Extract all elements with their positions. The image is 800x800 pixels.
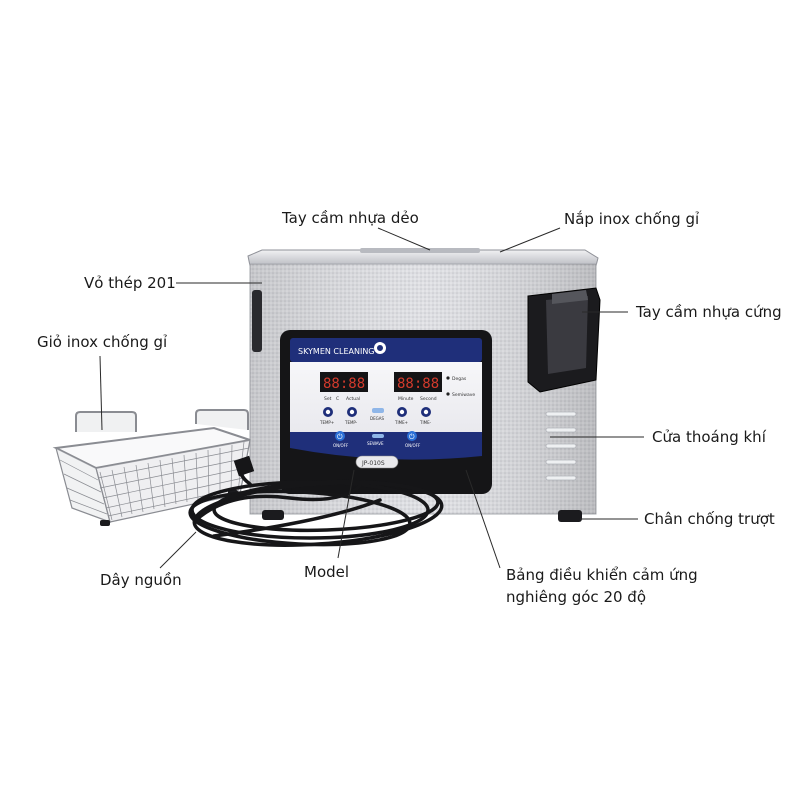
wire-basket: [52, 409, 251, 526]
label-soft-handle: Tay cầm nhựa dẻo: [282, 209, 419, 227]
second-label: Second: [420, 396, 437, 402]
c-label: C: [336, 396, 339, 402]
set-label: Set: [324, 396, 332, 402]
svg-text:DEGAS: DEGAS: [370, 416, 384, 421]
label-feet: Chân chống trượt: [644, 510, 775, 528]
actual-label: Actual: [346, 396, 360, 402]
degas-button[interactable]: DEGAS: [370, 408, 384, 421]
svg-text:ON/OFF: ON/OFF: [333, 443, 349, 448]
model-plate: [355, 455, 399, 469]
control-panel: SKYMEN CLEANING 88:88 88:88 Set C Actual…: [280, 330, 492, 494]
temp-display-digits: 88:88: [323, 376, 365, 392]
label-basket: Giỏ inox chống gỉ: [37, 333, 168, 351]
label-hard-handle: Tay cầm nhựa cứng: [636, 303, 782, 321]
anti-slip-foot: [558, 510, 582, 522]
svg-text:TEMP+: TEMP+: [319, 420, 334, 425]
time-up-button[interactable]: TIME+: [394, 407, 408, 425]
time-display: [394, 372, 442, 392]
label-power-cord: Dây nguồn: [100, 571, 182, 589]
power-cord: [188, 455, 444, 547]
time-down-button[interactable]: TIME-: [419, 407, 432, 425]
label-control-panel-1: Bảng điều khiển cảm ứng: [506, 566, 698, 584]
lid-top-handle: [360, 248, 480, 253]
svg-text:TEMP-: TEMP-: [344, 420, 358, 425]
leader-lines: [99, 227, 644, 569]
label-body-steel: Vỏ thép 201: [84, 274, 176, 292]
svg-text:SEWAVE: SEWAVE: [367, 441, 384, 446]
svg-text:ON/OFF: ON/OFF: [405, 443, 421, 448]
panel-brand: SKYMEN CLEANING: [298, 347, 375, 356]
air-vents: [545, 411, 577, 481]
model-plate-text: JP-010S: [361, 460, 385, 467]
anti-slip-foot: [262, 510, 284, 520]
power-icon: ⏻: [337, 433, 343, 441]
power-button-right[interactable]: ⏻ ON/OFF: [405, 431, 421, 448]
cleaner-device: SKYMEN CLEANING 88:88 88:88 Set C Actual…: [247, 248, 601, 522]
label-vent: Cửa thoáng khí: [652, 428, 766, 446]
left-handle: [252, 290, 262, 352]
temp-up-button[interactable]: TEMP+: [319, 407, 334, 425]
label-control-panel-2: nghiêng góc 20 độ: [506, 588, 646, 606]
temp-display: [320, 372, 368, 392]
power-button-left[interactable]: ⏻ ON/OFF: [333, 431, 349, 448]
svg-text:TIME+: TIME+: [394, 420, 408, 425]
plug: [233, 455, 255, 477]
sewave-button[interactable]: SEWAVE: [367, 434, 384, 446]
power-icon: ⏻: [409, 433, 415, 441]
temp-down-button[interactable]: TEMP-: [344, 407, 358, 425]
label-model: Model: [304, 563, 350, 581]
minute-label: Minute: [398, 396, 414, 402]
time-display-digits: 88:88: [397, 376, 439, 392]
degas-indicator-label: Degas: [452, 376, 467, 382]
label-lid: Nắp inox chống gỉ: [564, 210, 700, 228]
semiwave-indicator-label: Semiwave: [452, 392, 475, 398]
svg-text:TIME-: TIME-: [419, 420, 432, 425]
